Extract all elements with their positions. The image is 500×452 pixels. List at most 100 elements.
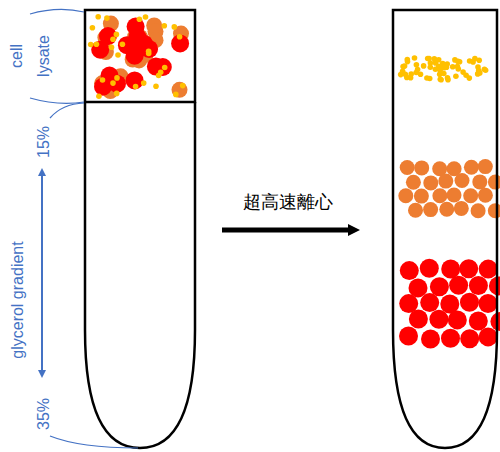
particle: [432, 188, 447, 203]
particle: [408, 203, 423, 218]
particle: [453, 73, 459, 79]
particle: [158, 69, 164, 75]
particle: [444, 61, 450, 67]
particle: [460, 293, 479, 312]
particle: [414, 160, 429, 175]
particle: [162, 23, 168, 29]
particle: [90, 25, 96, 31]
particle: [454, 201, 469, 216]
particle: [429, 310, 448, 329]
particle: [96, 93, 102, 99]
particle: [421, 330, 440, 349]
particle: [459, 259, 478, 278]
particle: [95, 14, 101, 20]
particle: [120, 42, 126, 48]
particle: [115, 52, 121, 58]
particle: [469, 276, 488, 295]
particle: [171, 34, 189, 52]
process-arrow: [222, 228, 350, 233]
particle: [420, 259, 439, 278]
particle: [469, 312, 488, 331]
particle: [109, 45, 115, 51]
particle: [424, 75, 430, 81]
particle: [438, 174, 453, 189]
particle: [441, 329, 460, 348]
particle: [455, 173, 470, 188]
tube-after: [393, 10, 497, 448]
particle: [489, 276, 500, 295]
region-label: cell: [9, 44, 25, 68]
particle: [423, 175, 438, 190]
particle: [421, 63, 427, 69]
leader-line: [30, 9, 84, 14]
particle: [463, 188, 478, 203]
particle: [457, 59, 463, 65]
particle: [450, 64, 456, 70]
particle: [476, 68, 482, 74]
particle: [448, 310, 467, 329]
particle: [88, 42, 94, 48]
particle: [406, 175, 421, 190]
particle: [133, 84, 139, 90]
concentration-label: 15%: [36, 126, 52, 158]
particle: [479, 327, 498, 346]
particle: [94, 41, 100, 47]
particle: [405, 59, 411, 65]
particle: [104, 15, 110, 21]
particle: [472, 56, 478, 62]
leader-line: [50, 103, 84, 118]
particle: [403, 72, 409, 78]
particle: [108, 75, 126, 93]
particle: [162, 65, 168, 71]
particle: [141, 80, 147, 86]
particle: [449, 276, 468, 295]
particle: [172, 82, 188, 98]
particle: [472, 174, 487, 189]
particle: [408, 71, 414, 77]
particle: [400, 261, 419, 280]
particle: [445, 77, 451, 83]
particle: [114, 91, 120, 97]
particle: [127, 18, 145, 36]
particle: [399, 327, 418, 346]
particle: [398, 188, 413, 203]
lysate-particles: [88, 14, 189, 99]
particle: [439, 202, 454, 217]
particle: [438, 77, 444, 83]
particle: [432, 56, 438, 62]
particle: [114, 32, 120, 38]
particle: [441, 260, 460, 279]
particle: [100, 77, 106, 83]
particle: [460, 329, 479, 348]
process-label: 超高速離心: [243, 193, 333, 211]
particle: [478, 188, 493, 203]
particle: [172, 24, 178, 30]
particle: [438, 77, 444, 83]
particle: [400, 160, 415, 175]
particle: [478, 159, 493, 174]
particle: [153, 84, 159, 90]
particle: [137, 17, 143, 23]
gradient-arrow: [41, 172, 43, 374]
particle: [114, 75, 120, 81]
particle: [479, 294, 498, 313]
particle: [400, 64, 406, 70]
particle: [482, 67, 488, 73]
particle: [173, 92, 179, 98]
leader-line: [50, 436, 138, 448]
particle: [143, 14, 149, 20]
particle: [420, 293, 439, 312]
particle: [423, 202, 438, 217]
particle: [479, 260, 498, 279]
particle: [126, 71, 144, 89]
particle: [180, 83, 186, 89]
particle: [110, 80, 116, 86]
particle: [127, 43, 145, 61]
particle: [447, 188, 462, 203]
particle: [91, 41, 109, 59]
lysate-layer: [85, 10, 195, 102]
particle: [471, 203, 486, 218]
particle: [414, 189, 429, 204]
tube-before: [85, 102, 195, 448]
